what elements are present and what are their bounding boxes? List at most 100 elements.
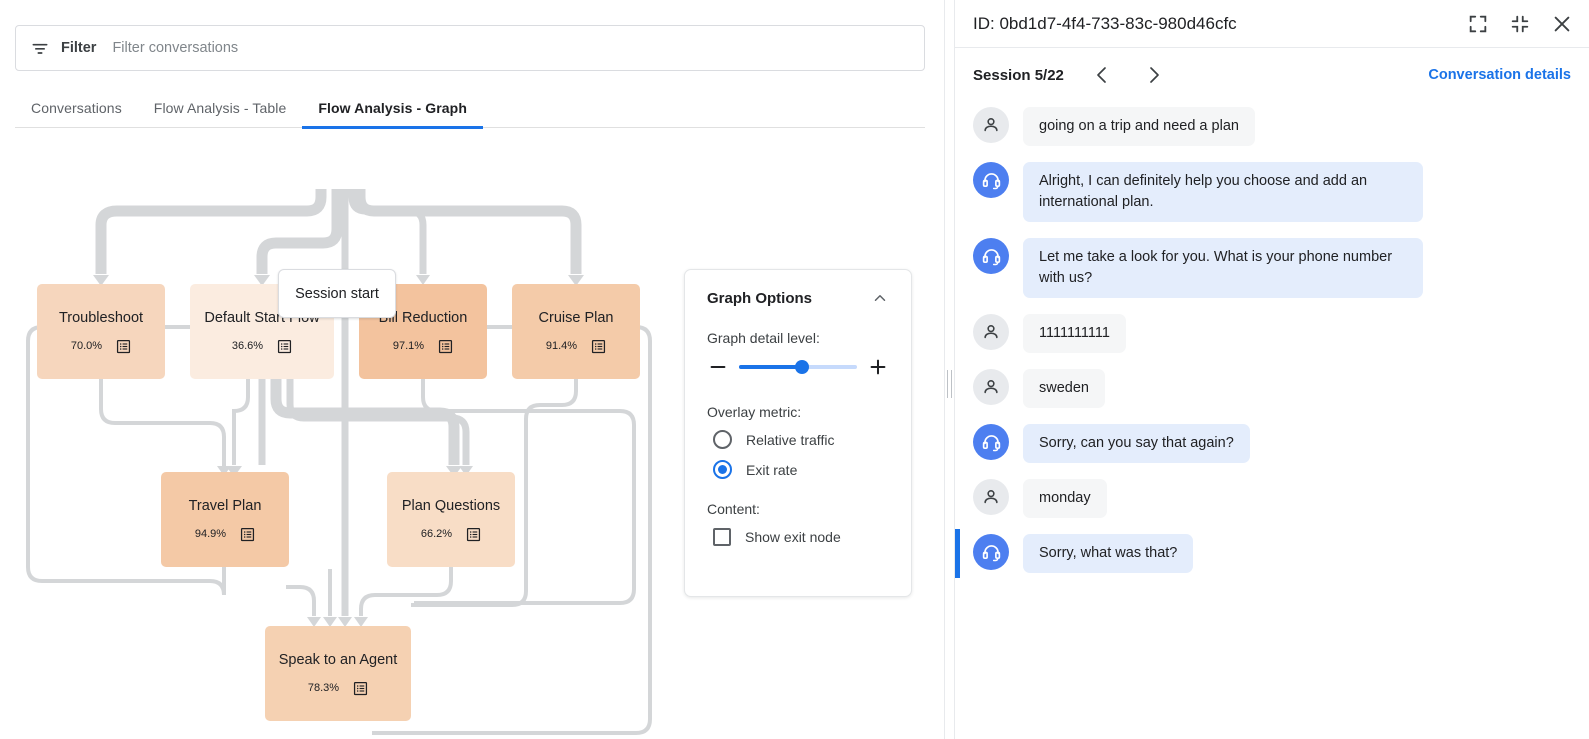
node-label: Cruise Plan [538, 309, 614, 326]
node-bill_reduction[interactable]: Bill Reduction 97.1% [359, 284, 487, 379]
radio-exit-rate[interactable]: Exit rate [707, 460, 889, 479]
node-metric-row: 66.2% [421, 527, 481, 542]
node-metric: 97.1% [392, 340, 425, 352]
list-view-icon[interactable] [277, 339, 292, 354]
node-label: Speak to an Agent [278, 651, 398, 668]
conversation-pane: ID: 0bd1d7-4f4-733-83c-980d46cfc Session… [955, 0, 1589, 739]
plus-icon[interactable] [867, 356, 889, 378]
slider-fill [739, 365, 802, 369]
list-view-icon[interactable] [353, 681, 368, 696]
list-view-icon[interactable] [240, 527, 255, 542]
node-metric: 36.6% [231, 340, 264, 352]
node-metric: 91.4% [545, 340, 578, 352]
message-user[interactable]: sweden [955, 364, 1571, 413]
message-bubble: Alright, I can definitely help you choos… [1023, 162, 1423, 222]
pane-resize-handle[interactable] [944, 0, 955, 739]
node-label: Troubleshoot [58, 309, 144, 326]
graph-detail-label: Graph detail level: [707, 330, 820, 346]
node-plan_questions[interactable]: Plan Questions 66.2% [387, 472, 515, 567]
message-bubble: Sorry, what was that? [1023, 534, 1194, 573]
node-metric-row: 97.1% [393, 339, 453, 354]
list-view-icon[interactable] [116, 339, 131, 354]
graph-detail-slider[interactable] [739, 360, 857, 374]
filter-icon [30, 38, 50, 58]
overlay-metric-label: Overlay metric: [707, 404, 802, 420]
checkbox-show-exit-node[interactable]: Show exit node [707, 528, 889, 546]
resize-grip-icon [946, 370, 953, 398]
message-bubble: Let me take a look for you. What is your… [1023, 238, 1423, 298]
radio-relative-traffic-label: Relative traffic [746, 431, 835, 448]
node-session-start-label: Session start [295, 285, 379, 302]
filter-input[interactable] [112, 40, 910, 56]
checkbox-icon-unchecked [713, 528, 731, 546]
tab-flow-analysis-graph[interactable]: Flow Analysis - Graph [302, 88, 483, 129]
list-view-icon[interactable] [591, 339, 606, 354]
list-view-icon[interactable] [466, 527, 481, 542]
session-nav-bar: Session 5/22 Conversation details [955, 48, 1589, 102]
content-label: Content: [707, 501, 760, 517]
node-metric-row: 70.0% [71, 339, 131, 354]
edge-arrowheads [93, 275, 584, 627]
filter-bar[interactable]: Filter [15, 25, 925, 71]
message-agent[interactable]: Alright, I can definitely help you choos… [955, 157, 1571, 227]
graph-detail-slider-row [707, 356, 889, 378]
node-label: Bill Reduction [378, 309, 468, 326]
collapse-icon[interactable] [1509, 13, 1531, 35]
node-metric-row: 78.3% [308, 681, 368, 696]
message-bubble: Sorry, can you say that again? [1023, 424, 1250, 463]
user-avatar-icon [973, 314, 1009, 350]
flow-analysis-pane: Filter Conversations Flow Analysis - Tab… [0, 25, 944, 739]
node-metric: 66.2% [420, 528, 453, 540]
message-user[interactable]: monday [955, 474, 1571, 523]
message-bubble: sweden [1023, 369, 1105, 408]
tab-conversations[interactable]: Conversations [31, 100, 122, 116]
agent-headset-icon [973, 424, 1009, 460]
node-session-start[interactable]: Session start [278, 269, 396, 318]
chevron-right-icon[interactable] [1142, 63, 1166, 87]
chevron-up-icon[interactable] [871, 289, 889, 307]
agent-headset-icon [973, 162, 1009, 198]
message-user[interactable]: 1111111111 [955, 309, 1571, 358]
graph-options-panel: Graph Options Graph detail level: [684, 269, 912, 597]
user-avatar-icon [973, 107, 1009, 143]
close-icon[interactable] [1551, 13, 1573, 35]
node-troubleshoot[interactable]: Troubleshoot 70.0% [37, 284, 165, 379]
graph-options-header: Graph Options [707, 289, 889, 307]
user-avatar-icon [973, 369, 1009, 405]
graph-options-title: Graph Options [707, 289, 812, 307]
node-metric: 78.3% [307, 682, 340, 694]
agent-headset-icon [973, 534, 1009, 570]
session-counter: Session 5/22 [973, 66, 1064, 84]
message-agent[interactable]: Sorry, what was that? [955, 529, 1571, 578]
message-agent[interactable]: Let me take a look for you. What is your… [955, 233, 1571, 303]
message-user[interactable]: going on a trip and need a plan [955, 102, 1571, 151]
node-metric-row: 94.9% [195, 527, 255, 542]
node-metric-row: 36.6% [232, 339, 292, 354]
expand-icon[interactable] [1467, 13, 1489, 35]
node-cruise_plan[interactable]: Cruise Plan 91.4% [512, 284, 640, 379]
message-bubble: going on a trip and need a plan [1023, 107, 1255, 146]
user-avatar-icon [973, 479, 1009, 515]
radio-relative-traffic[interactable]: Relative traffic [707, 430, 889, 449]
filter-label: Filter [61, 40, 97, 56]
conversation-header: ID: 0bd1d7-4f4-733-83c-980d46cfc [955, 0, 1589, 48]
minus-icon[interactable] [707, 356, 729, 378]
node-label: Plan Questions [401, 497, 501, 514]
message-bubble: 1111111111 [1023, 314, 1126, 353]
node-metric: 70.0% [70, 340, 103, 352]
conversation-id: ID: 0bd1d7-4f4-733-83c-980d46cfc [973, 13, 1237, 33]
conversation-details-link[interactable]: Conversation details [1428, 67, 1571, 83]
chevron-left-icon[interactable] [1090, 63, 1114, 87]
radio-icon-unchecked [713, 430, 732, 449]
list-view-icon[interactable] [438, 339, 453, 354]
slider-thumb[interactable] [794, 360, 809, 374]
tab-bar: Conversations Flow Analysis - Table Flow… [15, 88, 925, 129]
radio-icon-checked [713, 460, 732, 479]
node-speak_agent[interactable]: Speak to an Agent 78.3% [265, 626, 411, 721]
tab-flow-analysis-table[interactable]: Flow Analysis - Table [153, 100, 287, 116]
message-agent[interactable]: Sorry, can you say that again? [955, 419, 1571, 468]
radio-exit-rate-label: Exit rate [746, 461, 798, 478]
